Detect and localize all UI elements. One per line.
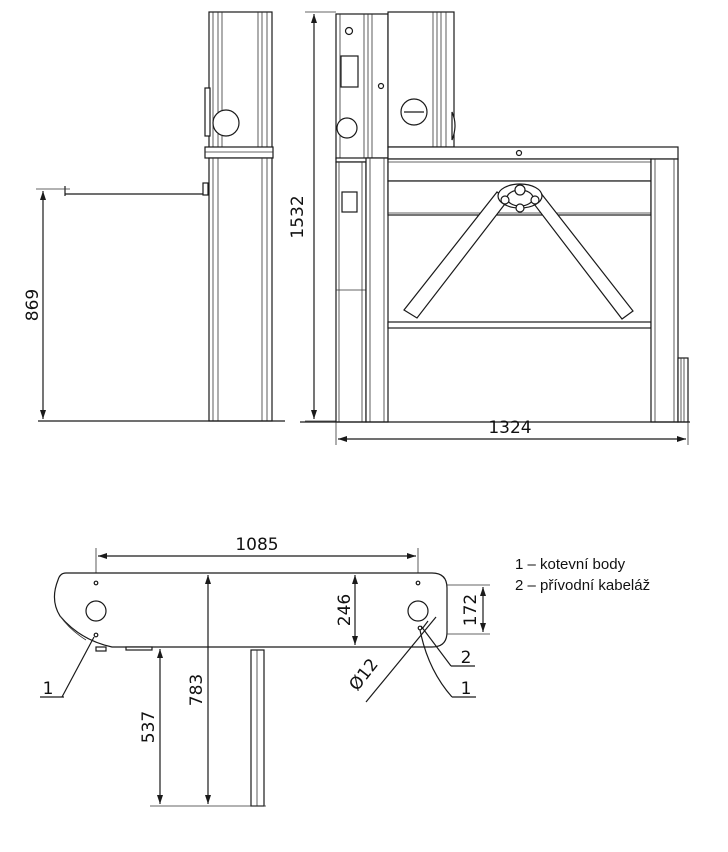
display-window (340, 55, 359, 88)
legend-item-1: 1 – kotevní body (515, 556, 626, 573)
front-reader-circle (336, 117, 358, 139)
dim-783-label: 783 (187, 674, 207, 706)
dim-246-label: 246 (335, 594, 355, 626)
dim-1532-label: 1532 (288, 195, 308, 238)
callout-cable-entry: 2 (461, 648, 472, 668)
callout-right-anchor: 1 (461, 679, 472, 699)
side-reader-circle (212, 109, 240, 137)
dim-1085-label: 1085 (235, 535, 278, 555)
legend-item-2: 2 – přívodní kabeláž (515, 577, 650, 594)
legend: 1 – kotevní body 2 – přívodní kabeláž (515, 556, 650, 594)
callout-left-anchor: 1 (43, 679, 54, 699)
side-view: 869 (23, 11, 285, 422)
dim-869-label: 869 (23, 289, 43, 321)
front-view: 1532 (288, 11, 690, 445)
plan-view: 1085 783 537 246 172 (40, 535, 490, 807)
tripod-arms (403, 183, 634, 320)
dim-537-label: 537 (139, 711, 159, 743)
dim-1324-label: 1324 (488, 418, 531, 438)
dim-172-label: 172 (461, 594, 481, 626)
